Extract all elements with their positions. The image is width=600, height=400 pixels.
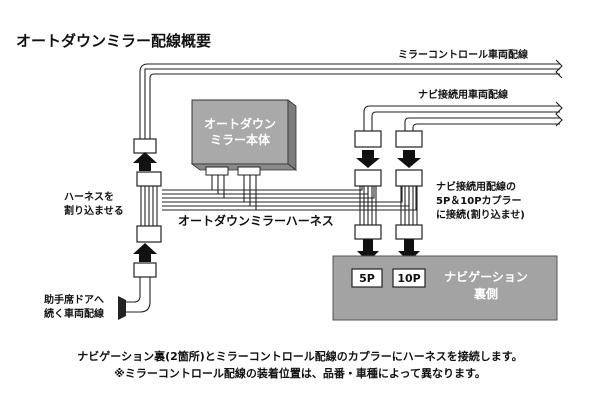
- footer-line1: ナビゲーション裏(2箇所)とミラーコントロール配線のカプラーにハーネスを接続しま…: [77, 349, 522, 363]
- harness-connector-10p-out: [395, 224, 423, 240]
- harness-connector-mirror-bottom: [136, 225, 162, 243]
- harness-connector-5p-out: [354, 224, 382, 240]
- navi-note-line3: に接続(割り込ませ): [436, 208, 525, 221]
- diagram-title: オートダウンミラー配線概要: [16, 32, 211, 50]
- footer-line2: ※ミラーコントロール配線の装着位置は、品番・車種によって異なります。: [114, 366, 486, 380]
- arrow-down-icon: [356, 150, 380, 168]
- unit-label-line2: ミラー本体: [210, 132, 271, 147]
- mirror-vehicle-connector: [133, 138, 157, 154]
- door-vehicle-wiring: [118, 277, 151, 320]
- unit-label-line1: オートダウン: [204, 116, 276, 131]
- arrow-up-icon: [133, 243, 157, 262]
- navi-port-10p: [392, 268, 426, 288]
- auto-down-mirror-harness: [140, 175, 418, 226]
- door-vehicle-connector: [133, 262, 157, 278]
- mirror-control-vehicle-wiring: [139, 59, 563, 140]
- door-wiring-label-line2: 続く車両配線: [44, 307, 104, 320]
- navigation-back-block: [332, 255, 558, 321]
- harness-insert-label-line1: ハーネスを: [64, 191, 114, 203]
- navi-note-line1: ナビ接続用配線の: [436, 180, 516, 193]
- auto-down-mirror-unit: [190, 99, 298, 176]
- door-wiring-label-line1: 助手席ドアへ: [44, 293, 104, 306]
- port-10p-label: 10P: [397, 272, 420, 285]
- harness-name-label: オートダウンミラーハーネス: [178, 213, 334, 228]
- navi-vehicle-wiring: [363, 101, 563, 132]
- navi-note-line2: 5P＆10Pカプラー: [436, 194, 522, 207]
- mirror-control-wiring-label: ミラーコントロール車両配線: [398, 48, 528, 61]
- navi-port-5p: [351, 268, 383, 288]
- navi-block-label-line1: ナビゲーション: [444, 269, 528, 284]
- harness-insert-label-line2: 割り込ませる: [64, 204, 124, 217]
- harness-connector-5p-in: [354, 169, 382, 187]
- harness-connector-mirror-top: [136, 171, 162, 187]
- navi-block-label-line2: 裏側: [473, 286, 498, 301]
- navi-vehicle-connector-10p: [395, 130, 423, 148]
- navi-vehicle-connector-5p: [354, 130, 382, 148]
- arrow-down-icon: [397, 150, 421, 168]
- harness-connector-10p-in: [395, 169, 423, 187]
- arrow-up-icon: [133, 152, 157, 171]
- port-5p-label: 5P: [359, 272, 375, 285]
- navi-wiring-label: ナビ接続用車両配線: [418, 88, 508, 101]
